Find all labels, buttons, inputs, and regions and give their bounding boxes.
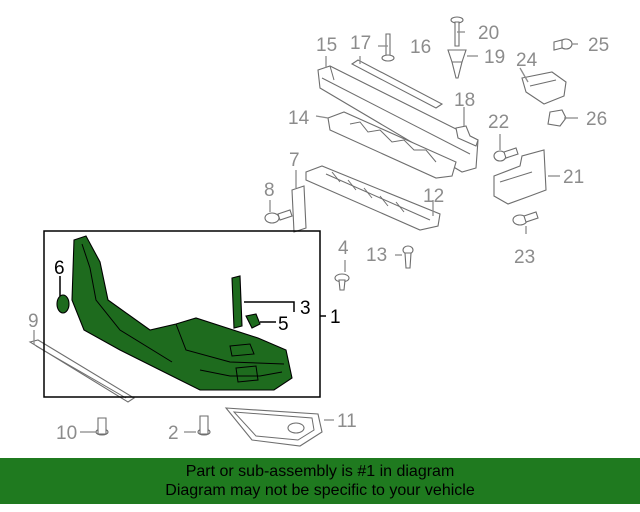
callout-17: 17 xyxy=(350,33,371,54)
bracket-21-part xyxy=(493,149,547,205)
callout-5: 5 xyxy=(278,314,289,335)
cap-6-highlight xyxy=(56,294,70,314)
bolt-25-part xyxy=(553,38,573,51)
bolt-8-part xyxy=(264,209,293,224)
callout-18: 18 xyxy=(454,90,475,111)
stud-20-part xyxy=(450,16,464,47)
callout-2: 2 xyxy=(168,423,179,444)
clip-5-highlight xyxy=(245,313,261,329)
grille-11-part xyxy=(224,407,323,447)
footer-line-1: Part or sub-assembly is #1 in diagram xyxy=(185,463,455,480)
callout-12: 12 xyxy=(423,186,444,207)
callout-19: 19 xyxy=(484,47,505,68)
callout-9: 9 xyxy=(28,311,39,332)
bolt-23-part xyxy=(512,211,539,226)
callout-22: 22 xyxy=(488,112,509,133)
callout-23: 23 xyxy=(514,247,535,268)
lower-shield-part xyxy=(305,165,441,231)
callout-8: 8 xyxy=(264,180,275,201)
bracket-24-part xyxy=(521,71,567,105)
callout-24: 24 xyxy=(516,50,538,71)
callout-26: 26 xyxy=(586,109,607,130)
callout-3: 3 xyxy=(300,298,311,319)
nut-26-part xyxy=(547,109,567,127)
impact-bar-part xyxy=(317,65,479,173)
clip-18-part xyxy=(455,125,479,147)
absorber-part xyxy=(327,111,457,179)
callout-16: 16 xyxy=(410,37,431,58)
bolt-16-part xyxy=(381,33,395,62)
strip-part xyxy=(350,59,444,109)
callout-20: 20 xyxy=(478,23,499,44)
bolt-10-part xyxy=(95,417,109,436)
bracket-7-part xyxy=(291,185,307,233)
callout-21: 21 xyxy=(563,167,584,188)
bracket-3-highlight xyxy=(231,275,243,329)
callout-15: 15 xyxy=(316,35,337,56)
callout-10: 10 xyxy=(56,423,77,444)
footer-banner: Part or sub-assembly is #1 in diagram Di… xyxy=(0,458,640,504)
callout-13: 13 xyxy=(366,245,387,266)
callout-4: 4 xyxy=(338,238,349,259)
footer-line-2: Diagram may not be specific to your vehi… xyxy=(165,482,475,499)
callout-11: 11 xyxy=(337,411,357,432)
callout-7: 7 xyxy=(289,150,300,171)
callout-6: 6 xyxy=(54,258,65,279)
bumper-cover-highlight xyxy=(71,235,293,391)
callout-14: 14 xyxy=(288,108,310,129)
assembly-box xyxy=(43,230,321,398)
trim-strip-9-part xyxy=(28,339,136,403)
bolt-2-part xyxy=(197,415,211,436)
bolt-22-part xyxy=(493,147,519,162)
callout-1: 1 xyxy=(330,307,341,328)
grommet-19-part xyxy=(447,49,467,79)
screw-4-part xyxy=(334,273,350,291)
bolt-13-part xyxy=(402,245,414,269)
callout-25: 25 xyxy=(588,35,609,56)
